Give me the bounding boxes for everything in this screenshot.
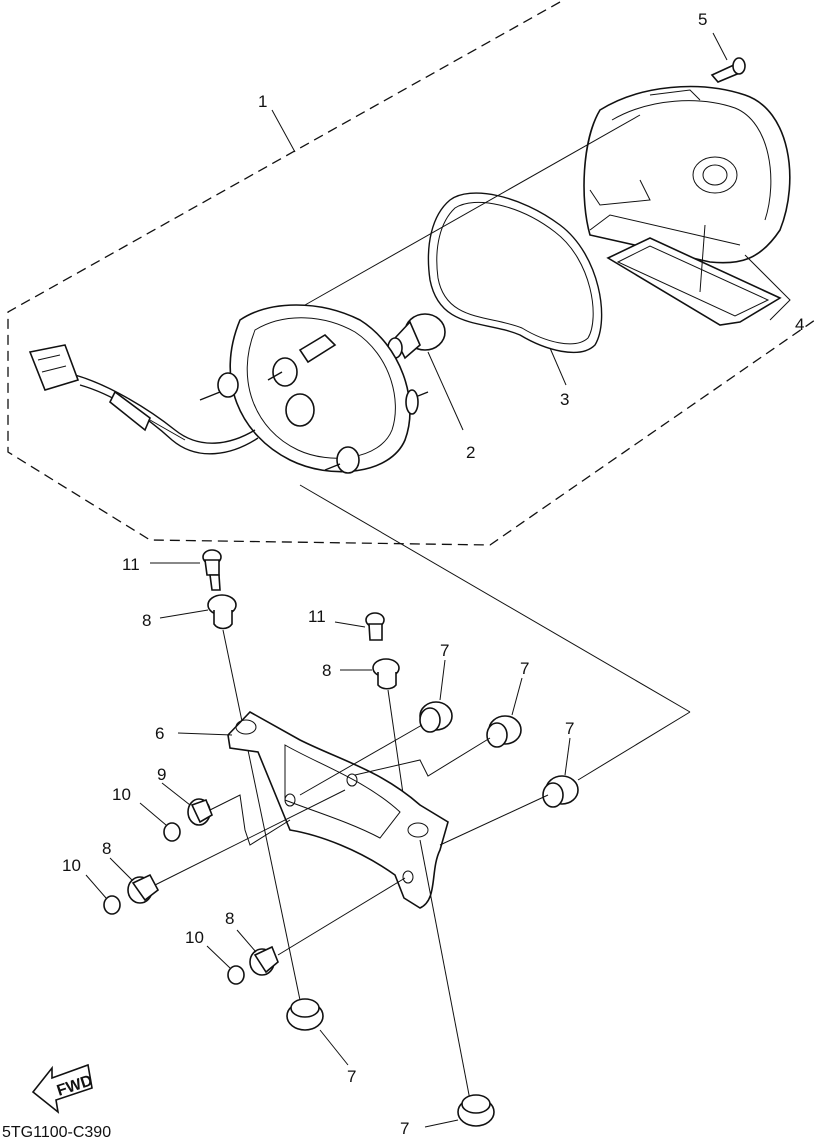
mounting-bracket — [227, 710, 449, 909]
callout-7-right: 7 — [565, 719, 574, 738]
reflector-plate — [606, 237, 782, 326]
grommet-7-bottom-left — [286, 998, 324, 1031]
collar-8-top-left — [207, 594, 237, 630]
nut-10-lower — [227, 965, 245, 985]
callout-10-lower: 10 — [185, 928, 204, 947]
lens-housing — [583, 85, 791, 264]
grommet-7-right — [542, 775, 579, 808]
callout-10-middle: 10 — [62, 856, 81, 875]
bolt-11-right — [365, 612, 385, 641]
tail-light-base — [199, 114, 691, 781]
callout-7-bottom-right: 7 — [400, 1119, 409, 1138]
lens-screw — [710, 57, 746, 83]
callout-8-middle: 8 — [102, 839, 111, 858]
grommet-7-upper-left — [419, 701, 453, 733]
assembly-boundary — [7, 1, 816, 546]
collar-8-middle — [127, 873, 160, 904]
collar-9 — [187, 798, 213, 826]
callout-3: 3 — [560, 390, 569, 409]
callout-1: 1 — [258, 92, 267, 111]
callout-4: 4 — [795, 315, 804, 334]
collar-8-top-right — [372, 658, 400, 690]
callout-5: 5 — [698, 10, 707, 29]
collar-8-lower — [249, 945, 279, 976]
nut-10-middle — [103, 895, 121, 915]
fwd-arrow-icon: FWD — [31, 1063, 95, 1114]
callout-7-upper-mid: 7 — [520, 659, 529, 678]
callout-6: 6 — [155, 724, 164, 743]
callout-9: 9 — [157, 765, 166, 784]
drawing-code: 5TG1100-C390 — [2, 1124, 111, 1140]
grommet-7-upper-mid — [486, 715, 522, 748]
callout-8-top-right: 8 — [322, 661, 331, 680]
callout-7-bottom-left: 7 — [347, 1067, 356, 1086]
callout-8-lower: 8 — [225, 909, 234, 928]
callout-2: 2 — [466, 443, 475, 462]
callout-11-left: 11 — [122, 555, 140, 574]
bulb — [387, 313, 446, 360]
gasket — [427, 192, 603, 353]
nut-10-upper — [163, 822, 181, 842]
bolt-11-left — [202, 549, 222, 591]
grommet-7-bottom-right — [457, 1094, 495, 1127]
callout-10-upper: 10 — [112, 785, 131, 804]
callout-8-top-left: 8 — [142, 611, 151, 630]
wire-harness — [28, 344, 259, 455]
callout-7-upper-left: 7 — [440, 641, 449, 660]
callout-11-right: 11 — [308, 607, 326, 626]
